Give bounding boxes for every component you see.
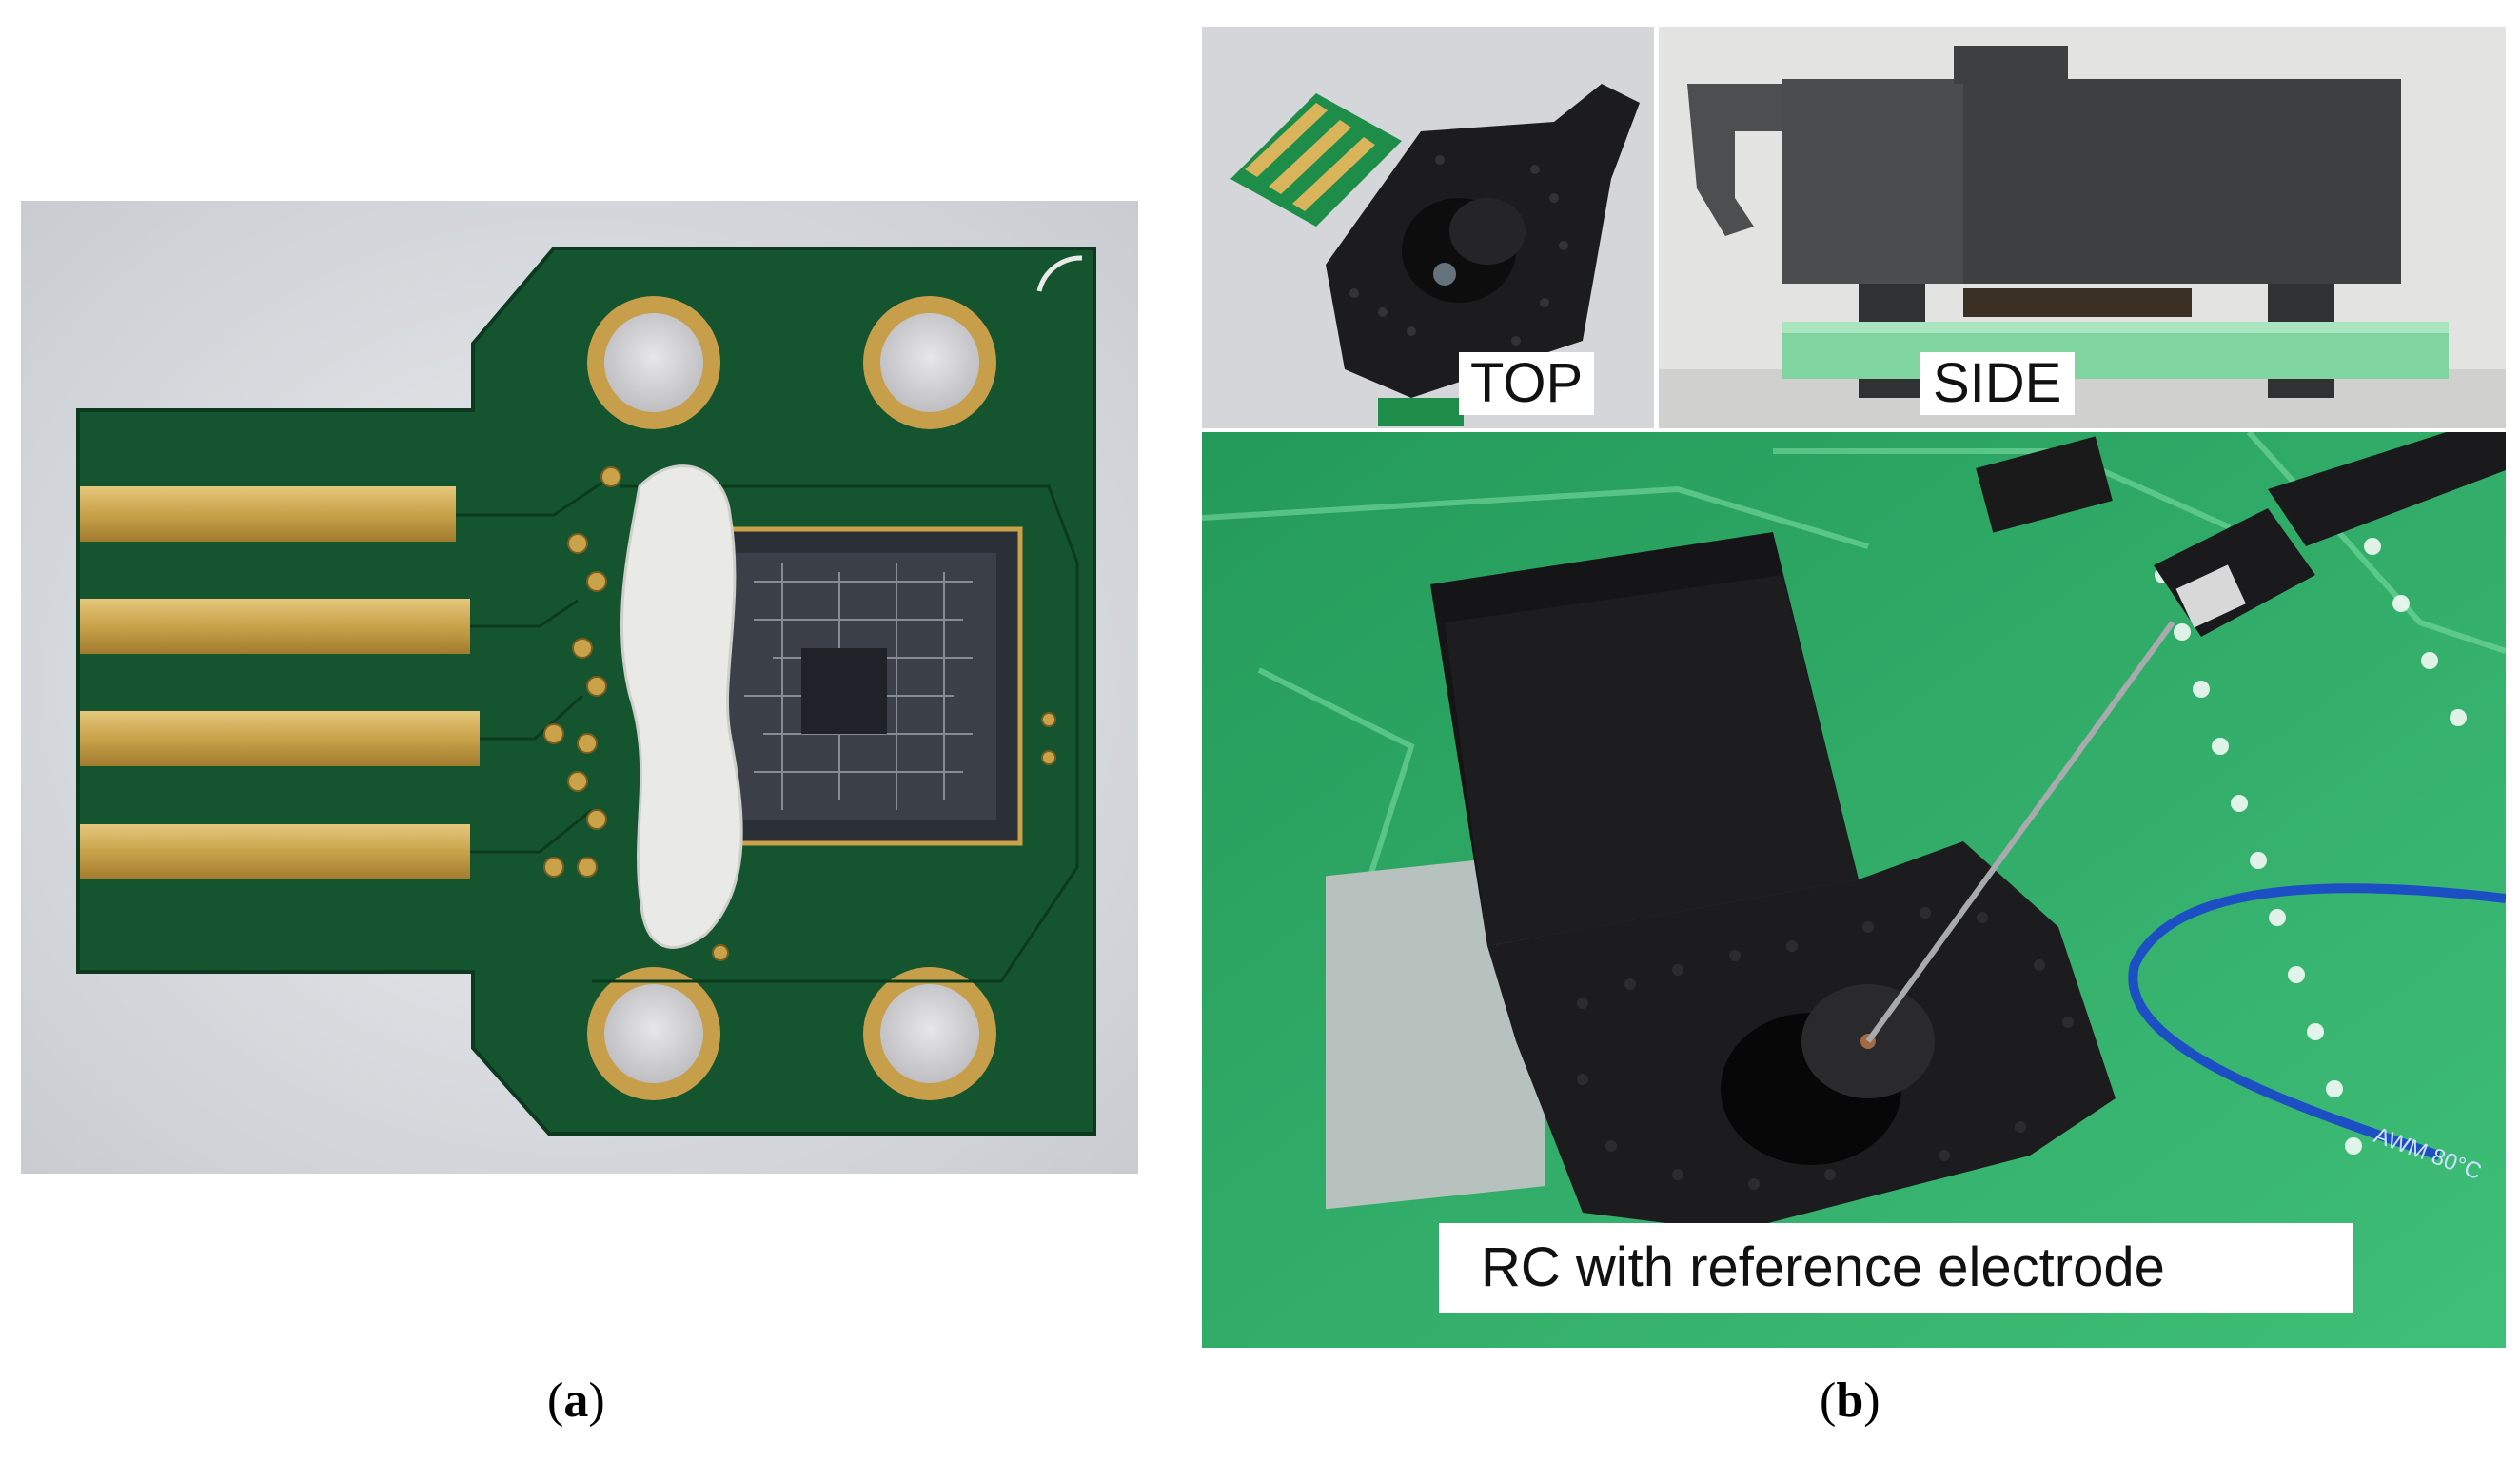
corner-mark (1036, 255, 1083, 292)
white-encapsulant (620, 464, 743, 949)
caption-b: (b) (1820, 1373, 1880, 1428)
panel-b-side-photo (1659, 27, 2506, 428)
pcb-photo-illustration (21, 201, 1138, 1174)
rc-illustration: AWM 80°C (1202, 432, 2506, 1348)
pcb-board (76, 247, 1096, 1136)
panel-a-photo (21, 201, 1138, 1174)
label-rc-with-reference-electrode: RC with reference electrode (1439, 1223, 2353, 1313)
caption-a: (a) (547, 1373, 605, 1428)
reference-electrode (1865, 621, 2175, 1043)
caption-b-letter: b (1836, 1373, 1864, 1428)
side-view-illustration (1659, 27, 2506, 428)
label-top: TOP (1459, 352, 1595, 415)
panel-b-main-photo: AWM 80°C (1202, 432, 2506, 1348)
gold-fingers (80, 486, 480, 879)
pcb-vias (543, 466, 1056, 961)
caption-a-letter: a (563, 1373, 589, 1428)
pcb-traces (456, 475, 1079, 983)
sensor-chip (703, 526, 1023, 846)
blue-wire (2128, 883, 2506, 1160)
mounting-holes (587, 296, 996, 1100)
label-side: SIDE (1920, 352, 2076, 415)
